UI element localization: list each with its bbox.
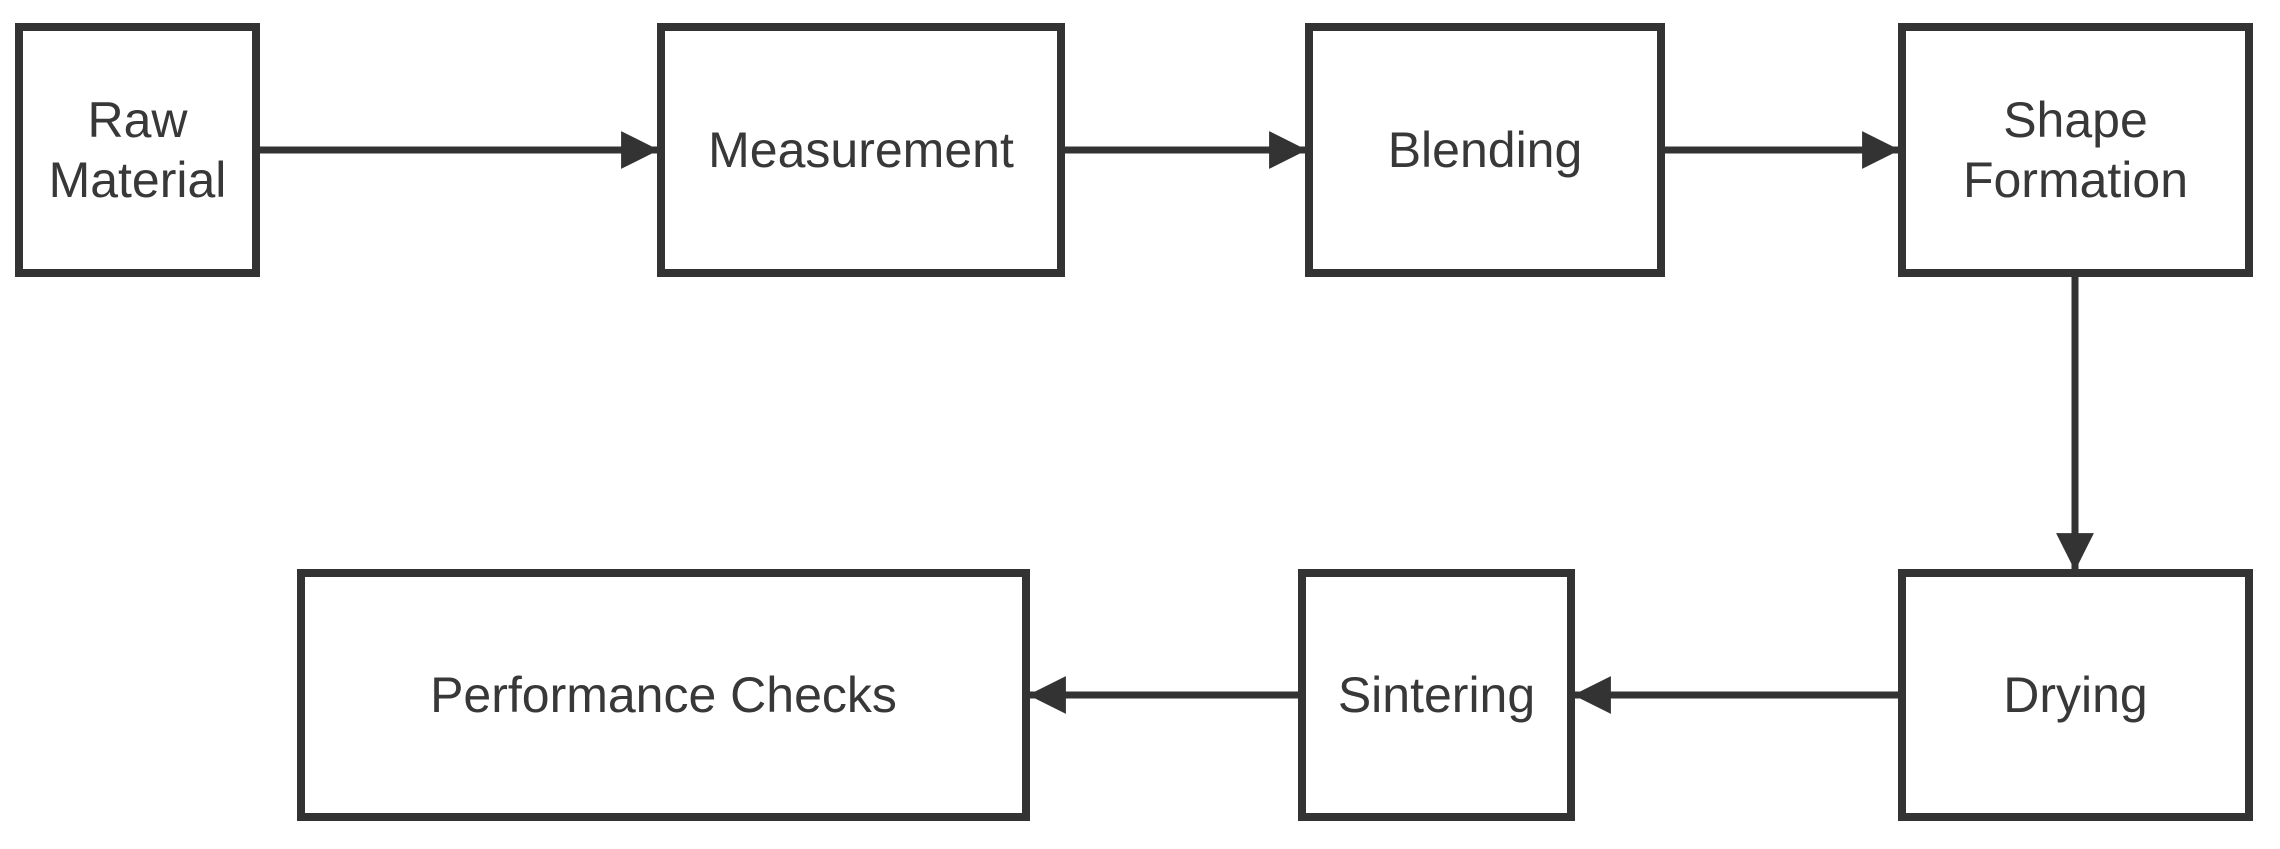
node-blending: Blending xyxy=(1305,23,1665,277)
node-raw-material: Raw Material xyxy=(15,23,260,277)
node-measurement-label: Measurement xyxy=(708,122,1014,178)
node-drying: Drying xyxy=(1898,569,2253,821)
node-measurement: Measurement xyxy=(657,23,1065,277)
node-blending-label: Blending xyxy=(1387,122,1583,178)
node-sintering: Sintering xyxy=(1298,569,1575,821)
node-raw-material-label: Raw Material xyxy=(48,92,227,208)
node-drying-label: Drying xyxy=(2003,667,2148,723)
node-shape-formation: Shape Formation xyxy=(1898,23,2253,277)
node-sintering-label: Sintering xyxy=(1337,667,1536,723)
node-performance-checks: Performance Checks xyxy=(297,569,1030,821)
node-shape-formation-label: Shape Formation xyxy=(1962,92,2189,208)
node-performance-checks-label: Performance Checks xyxy=(430,667,897,723)
